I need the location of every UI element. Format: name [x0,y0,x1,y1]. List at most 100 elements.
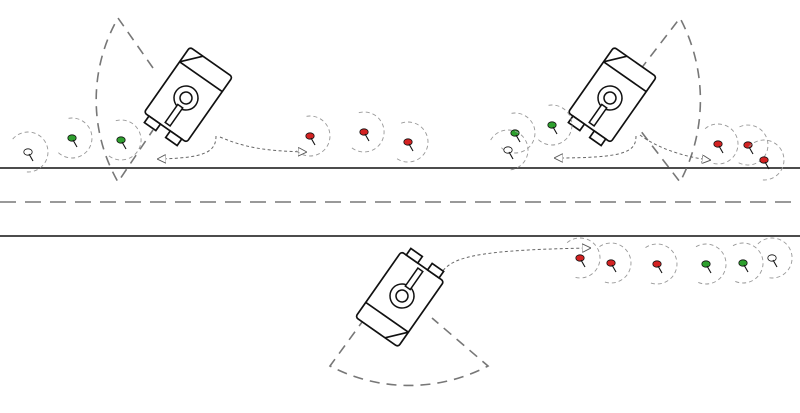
vehicle-turret-hatch [603,91,617,105]
figure-pointer [748,146,754,155]
figure-sensing-arc [106,119,142,161]
figure-sensing-arc [56,117,93,159]
figure-pointer [657,265,663,274]
figure-body [403,138,413,146]
figure-sensing-arc [566,237,601,279]
vehicle-track-right [588,129,607,147]
vehicle-gun-barrel [588,103,608,127]
vehicle-front-plate [179,55,223,93]
figure-pointer [772,259,778,268]
path-right-forward [639,134,710,160]
vehicle-front-plate [365,301,409,339]
armored-vehicle-icon [355,247,445,347]
figure-body [701,260,711,268]
figure-body [738,259,748,267]
figure-body [510,129,520,137]
figure-body [743,141,753,149]
vehicle-track-left [567,114,586,132]
figure-friendly [106,119,142,161]
vehicle-track-left [143,114,162,132]
figure-sensing-arc [645,243,678,285]
figure-hostile [599,242,632,284]
figure-body [575,254,585,262]
figure-neutral [12,131,49,173]
figure-pointer [121,141,127,150]
road [0,167,800,237]
figure-pointer [408,143,414,152]
vehicle-gun-barrel [164,103,184,127]
vehicle-track-left [426,262,445,280]
path-lower-forward [439,248,590,276]
figure-sensing-arc [748,139,785,181]
figure-sensing-arc [294,115,331,157]
figure-hostile [704,123,739,165]
figures-layer [12,104,793,285]
vehicle-track-right [164,129,183,147]
figure-hostile [736,124,769,166]
figure-body [503,146,513,154]
figure-sensing-arc [704,123,739,165]
figure-body [23,148,33,156]
figure-sensing-arc [12,131,49,173]
figure-hostile [748,139,785,181]
figure-body [606,259,616,267]
figure-body [547,121,557,129]
figure-pointer [508,151,514,160]
figure-sensing-arc [599,242,632,284]
figure-pointer [364,133,370,142]
figure-sensing-arc [536,104,573,146]
figure-pointer [310,137,316,146]
figure-body [759,156,769,164]
sensor-cone-right [639,16,702,184]
figure-sensing-arc [757,237,793,279]
figure-body [359,128,369,136]
figure-sensing-arc [394,121,429,163]
figure-sensing-arc [732,242,764,284]
armored-vehicle-icon [143,47,233,147]
figure-friendly [499,112,536,154]
vehicle-turret-hatch [395,289,409,303]
path-left-back [158,135,217,159]
figure-pointer [611,264,617,273]
figure-pointer [72,139,78,148]
figure-friendly [732,242,764,284]
sensor-coverage-cones [95,16,702,387]
figure-pointer [28,153,34,162]
figure-pointer [580,259,586,268]
figure-pointer [764,161,770,170]
figure-hostile [349,111,385,153]
figure-body [116,136,126,144]
figure-sensing-arc [490,129,529,171]
figure-sensing-arc [349,111,385,153]
figure-friendly [695,243,727,285]
figure-body [67,134,77,142]
figure-sensing-arc [695,243,727,285]
figure-neutral [490,129,529,171]
vehicle-turret-hatch [179,91,193,105]
figure-friendly [536,104,573,146]
figure-pointer [718,145,724,154]
figure-hostile [294,115,331,157]
figure-body [652,260,662,268]
figure-neutral [757,237,793,279]
figure-pointer [706,265,712,274]
movement-paths [158,134,710,276]
figure-pointer [515,134,521,143]
figure-friendly [56,117,93,159]
sensor-cone-left [95,16,154,184]
figure-pointer [743,264,749,273]
vehicles-layer [143,47,657,347]
figure-hostile [645,243,678,285]
vehicle-gun-barrel [404,267,424,291]
figure-sensing-arc [736,124,769,166]
figure-body [305,132,315,140]
figure-hostile [566,237,601,279]
vehicle-track-right [405,247,424,265]
figure-pointer [552,126,558,135]
figure-body [713,140,723,148]
armored-vehicle-icon [567,47,657,147]
path-right-back [555,135,637,158]
path-left-forward [219,136,306,152]
figure-hostile [394,121,429,163]
